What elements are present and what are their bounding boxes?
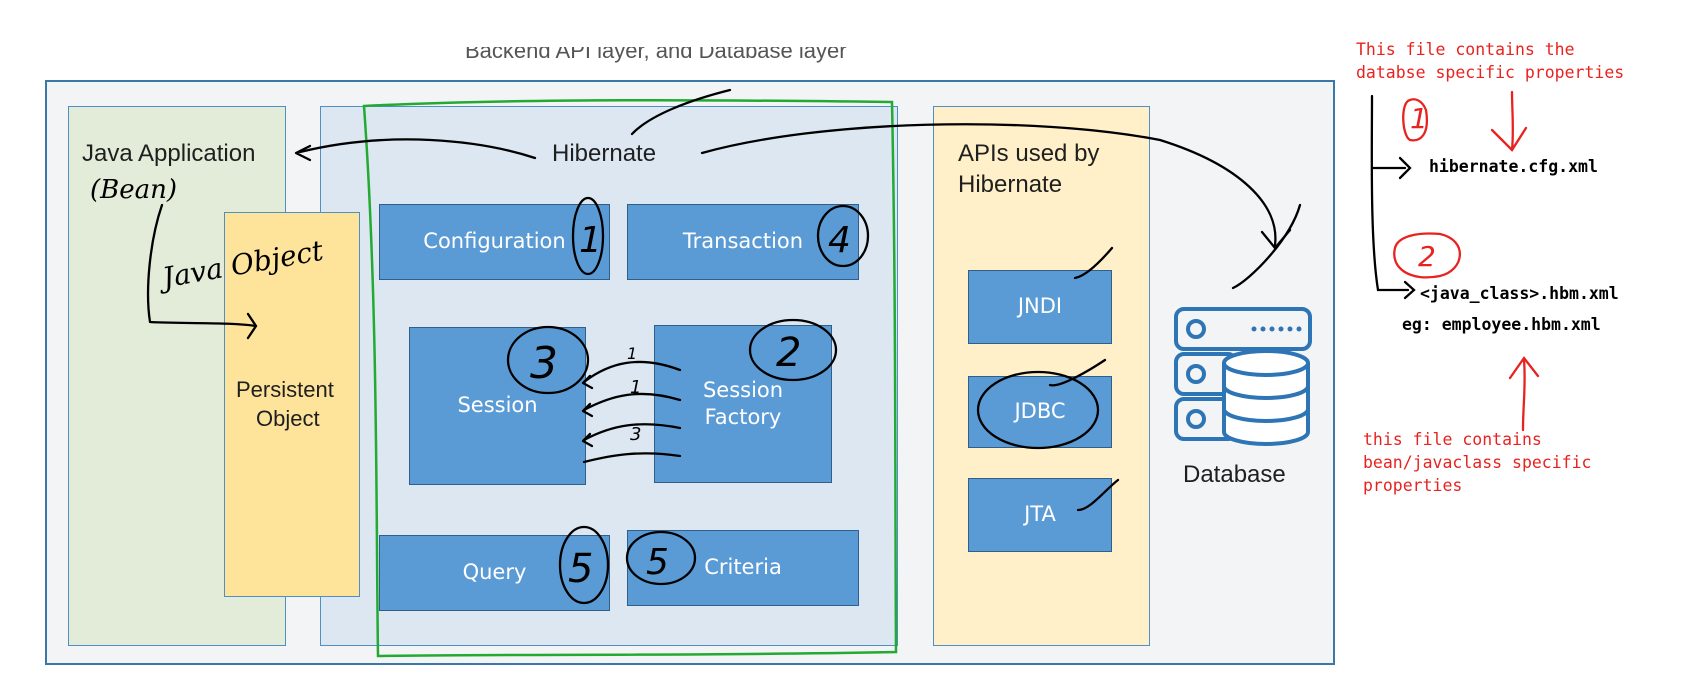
hbm-file-note-line3: properties [1363,476,1463,495]
config-file-note-line2: databse specific properties [1356,63,1625,82]
jndi-label: JNDI [1017,294,1063,319]
session-label: Session [457,393,538,418]
jdbc-label: JDBC [1014,399,1066,424]
query-label: Query [462,560,527,585]
transaction-box: Transaction [627,204,859,280]
configuration-label: Configuration [423,229,566,254]
hbm-file: <java_class>.hbm.xml [1420,284,1619,303]
jndi-box: JNDI [968,270,1112,344]
session-factory-label-line2: Factory [704,405,782,429]
session-factory-label-line1: Session [702,377,784,402]
config-file-note-line1: This file contains the [1356,40,1575,59]
session-factory-box: Session Factory [654,325,832,483]
annotation-number-2: 2 [1418,240,1436,273]
jdbc-box: JDBC [968,376,1112,448]
hibernate-title: Hibernate [552,140,657,167]
transaction-label: Transaction [682,229,804,254]
jta-label: JTA [1024,502,1056,527]
persistent-object-label-line1: Persistent [236,377,334,402]
java-application-title: Java Application [82,140,256,167]
hbm-file-note-line2: bean/javaclass specific [1363,453,1592,472]
criteria-label: Criteria [704,555,782,580]
clipped-title: Backend API layer, and Database layer [465,38,847,63]
query-box: Query [379,535,610,611]
hibernate-cfg-file: hibernate.cfg.xml [1429,157,1598,176]
bean-handwritten-note: (Bean) [90,175,178,205]
hbm-file-example: eg: employee.hbm.xml [1402,315,1601,334]
database-label: Database [1183,461,1286,488]
persistent-object-label-line2: Object [256,406,320,431]
jta-box: JTA [968,478,1112,552]
annotation-number-1: 1 [1410,102,1428,135]
apis-title-line1: APIs used by [958,140,1100,167]
hbm-file-note-line1: this file contains [1363,430,1542,449]
configuration-box: Configuration [379,204,610,280]
apis-title-line2: Hibernate [958,171,1063,198]
criteria-box: Criteria [627,530,859,606]
session-box: Session [409,327,586,485]
